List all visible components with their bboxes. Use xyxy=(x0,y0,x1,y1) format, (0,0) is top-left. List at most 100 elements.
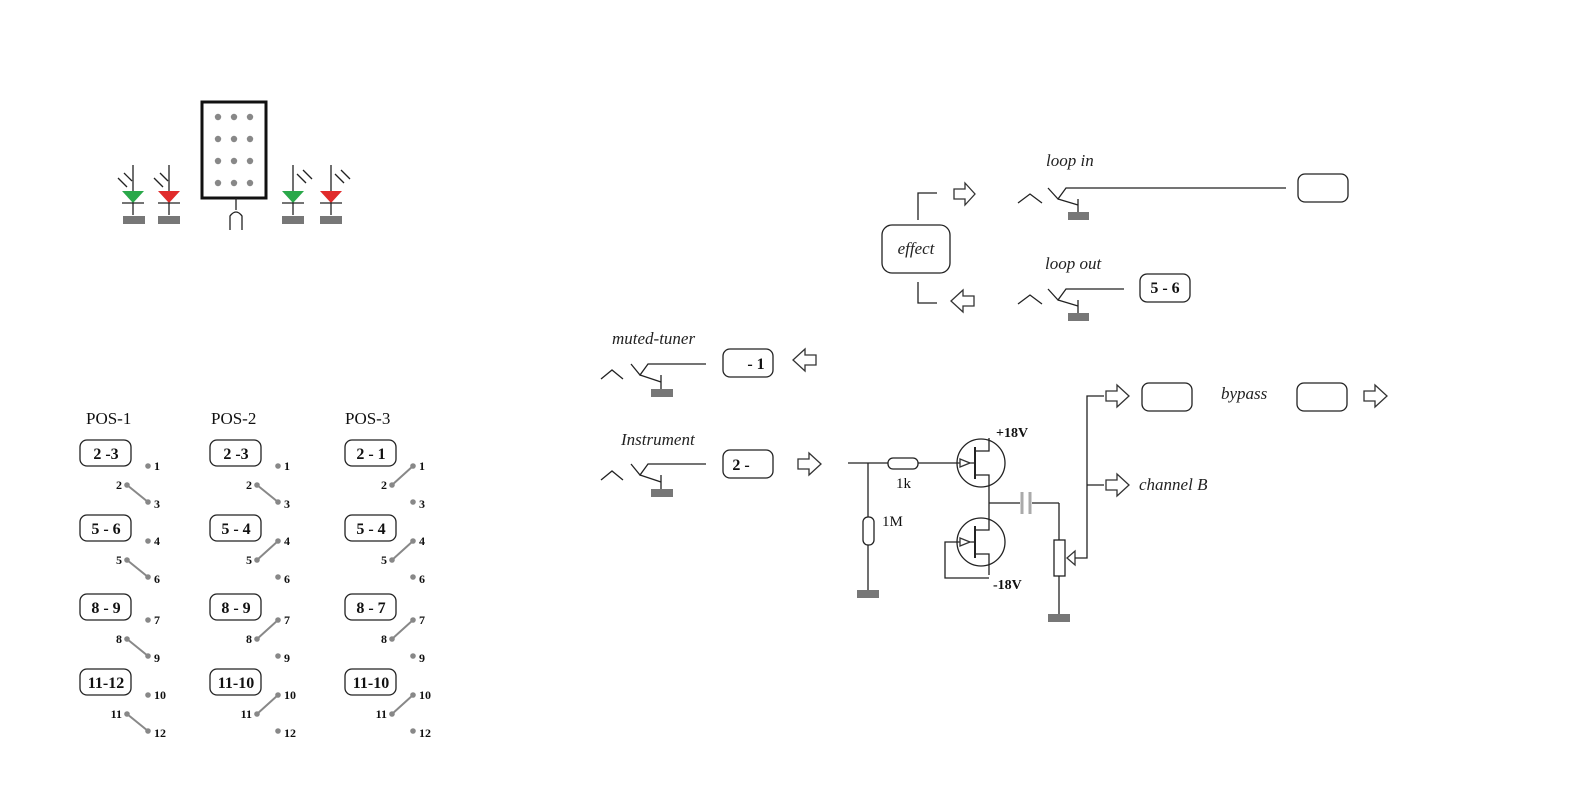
pin-label: 10 xyxy=(284,688,296,702)
position-box[interactable] xyxy=(344,514,397,542)
arrow-right-icon xyxy=(953,181,976,207)
position-box[interactable] xyxy=(209,514,262,542)
loop-in-box[interactable] xyxy=(1297,173,1349,203)
pin-label: 10 xyxy=(154,688,166,702)
minus18-label: -18V xyxy=(993,578,1022,593)
switch-lever xyxy=(256,619,279,640)
arrow-right-icon xyxy=(1363,383,1388,409)
pin-dot xyxy=(145,617,151,623)
pin-label: 5 xyxy=(246,553,252,567)
loop-out-label: loop out xyxy=(1045,254,1102,273)
position-box-label: 5 - 6 xyxy=(91,521,120,538)
position-box[interactable] xyxy=(344,593,397,621)
pin-dot xyxy=(275,574,281,580)
resistor-icon xyxy=(862,516,875,546)
pin-dot xyxy=(275,728,281,734)
pin-label: 11 xyxy=(111,707,122,721)
switch-connector-icon xyxy=(200,100,268,230)
switch-lever xyxy=(391,694,414,715)
pin-dot xyxy=(410,499,416,505)
pin-dot xyxy=(145,538,151,544)
position-box-label: 8 - 9 xyxy=(221,600,250,617)
pin-label: 6 xyxy=(419,572,425,586)
pin-label: 5 xyxy=(116,553,122,567)
bypass-label: bypass xyxy=(1221,384,1268,403)
position-box[interactable] xyxy=(79,514,132,542)
position-box[interactable] xyxy=(209,593,262,621)
switch-lever xyxy=(126,559,149,578)
pin-label: 3 xyxy=(419,497,425,511)
pin-dot xyxy=(124,482,130,488)
position-box-label: 11-10 xyxy=(353,675,389,692)
effect-box[interactable] xyxy=(881,224,951,274)
position-box[interactable] xyxy=(79,668,132,696)
led-icon xyxy=(320,165,351,224)
position-title: POS-1 xyxy=(86,409,131,428)
position-box[interactable] xyxy=(79,439,132,467)
pin-label: 4 xyxy=(284,534,290,548)
jack-icon xyxy=(600,463,706,497)
pin-dot xyxy=(275,499,281,505)
muted-tuner: muted-tuner - 1 xyxy=(600,329,817,397)
arrow-right-icon xyxy=(1105,383,1130,409)
bypass-right-box[interactable] xyxy=(1296,382,1348,412)
jack-icon xyxy=(1017,288,1124,321)
arrow-right-icon xyxy=(797,451,822,477)
ground-icon xyxy=(1068,313,1089,321)
pin-label: 4 xyxy=(419,534,425,548)
switch-lever xyxy=(256,484,279,503)
ground-icon xyxy=(651,489,673,497)
pin-dot xyxy=(254,482,260,488)
buffer-circuit: 1k 1M +18V -18V xyxy=(848,382,1388,622)
muted-tuner-label: muted-tuner xyxy=(612,329,695,348)
resistor-icon xyxy=(887,457,919,470)
pin-label: 3 xyxy=(284,497,290,511)
switch-lever xyxy=(256,540,279,561)
pin-dot xyxy=(410,463,416,469)
pin-label: 8 xyxy=(116,632,122,646)
pin-dot xyxy=(410,653,416,659)
jack-icon xyxy=(1017,187,1286,220)
switch-lever xyxy=(256,694,279,715)
position-box[interactable] xyxy=(209,668,262,696)
instrument-input: Instrument 2 - xyxy=(600,430,822,497)
arrow-right-icon xyxy=(1105,472,1130,498)
position-box[interactable] xyxy=(79,593,132,621)
switch-lever xyxy=(126,638,149,657)
position-box-label: 5 - 4 xyxy=(356,521,385,538)
pin-label: 1 xyxy=(154,459,160,473)
pin-dot xyxy=(275,617,281,623)
pin-label: 1 xyxy=(419,459,425,473)
position-box[interactable] xyxy=(344,668,397,696)
arrow-left-icon xyxy=(950,288,975,314)
bypass-left-box[interactable] xyxy=(1141,382,1193,412)
muted-tuner-box[interactable] xyxy=(722,348,774,378)
pin-label: 12 xyxy=(419,726,431,740)
pin-label: 1 xyxy=(284,459,290,473)
pin-dot xyxy=(410,617,416,623)
pin-dot xyxy=(410,574,416,580)
position-title: POS-3 xyxy=(345,409,390,428)
position-box[interactable] xyxy=(344,439,397,467)
pin-label: 3 xyxy=(154,497,160,511)
ground-icon xyxy=(1048,614,1070,622)
position-box-label: 8 - 7 xyxy=(356,600,385,617)
pin-label: 11 xyxy=(376,707,387,721)
pin-dot xyxy=(145,728,151,734)
pin-dot xyxy=(124,711,130,717)
pin-dot xyxy=(145,499,151,505)
position-box-label: 5 - 4 xyxy=(221,521,250,538)
led-connector-group xyxy=(117,100,351,230)
instrument-box[interactable] xyxy=(722,449,774,479)
ground-icon xyxy=(857,590,879,598)
pin-dot xyxy=(254,636,260,642)
pin-label: 2 xyxy=(246,478,252,492)
pin-dot xyxy=(275,692,281,698)
transistor-icon xyxy=(944,490,1006,579)
loop-out-box[interactable] xyxy=(1139,273,1191,303)
position-box[interactable] xyxy=(209,439,262,467)
pin-label: 10 xyxy=(419,688,431,702)
position-box-label: 2 - 1 xyxy=(356,446,385,463)
